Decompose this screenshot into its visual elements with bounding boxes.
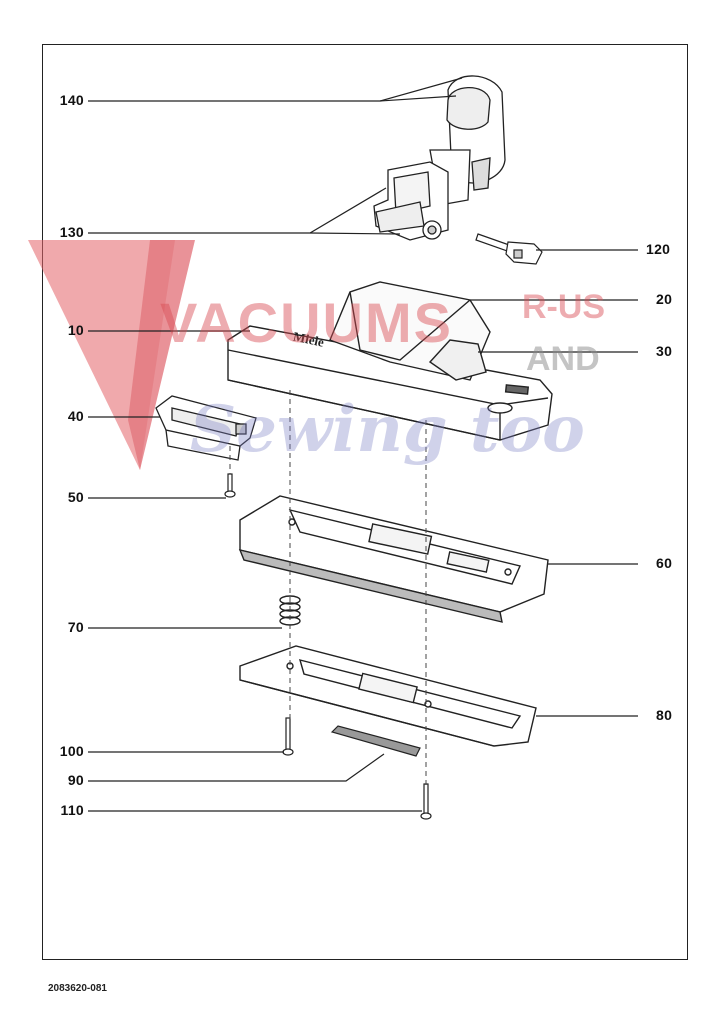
screw-50-part (224, 473, 236, 498)
watermark-logo (28, 240, 195, 470)
screw-110-part (420, 783, 432, 820)
callout-90: 90 (67, 772, 84, 788)
callout-110: 110 (60, 802, 84, 818)
axle-pin-part (475, 233, 543, 265)
base-plate-part (239, 645, 537, 747)
callout-130: 130 (59, 224, 84, 240)
watermark-line1: VACUUMS (160, 291, 453, 354)
nozzle-housing-part (227, 281, 553, 441)
swivel-neck-part (373, 75, 506, 241)
strip-part (330, 725, 421, 757)
lamp-frame-part (155, 395, 257, 461)
leader-lines (88, 77, 638, 812)
callout-40: 40 (67, 408, 84, 424)
callout-50: 50 (67, 489, 84, 505)
callout-60: 60 (656, 555, 673, 571)
callout-80: 80 (656, 707, 673, 723)
watermark-line2: R-US (522, 288, 606, 326)
diagram-frame (42, 44, 688, 960)
drawing-number: 2083620-081 (48, 983, 107, 994)
callout-140: 140 (59, 92, 84, 108)
callout-10: 10 (67, 322, 84, 338)
callout-70: 70 (67, 619, 84, 635)
callout-20: 20 (656, 291, 673, 307)
brand-mark: Miele (292, 329, 326, 350)
assembly-guide-lines (229, 390, 427, 786)
callout-120: 120 (646, 241, 671, 257)
watermark-line3: AND (526, 340, 600, 378)
callout-100: 100 (59, 743, 84, 759)
brush-plate-part (238, 495, 549, 623)
watermark-line4: Sewing too (190, 392, 585, 467)
callout-30: 30 (656, 343, 673, 359)
screw-100-part (282, 717, 294, 756)
